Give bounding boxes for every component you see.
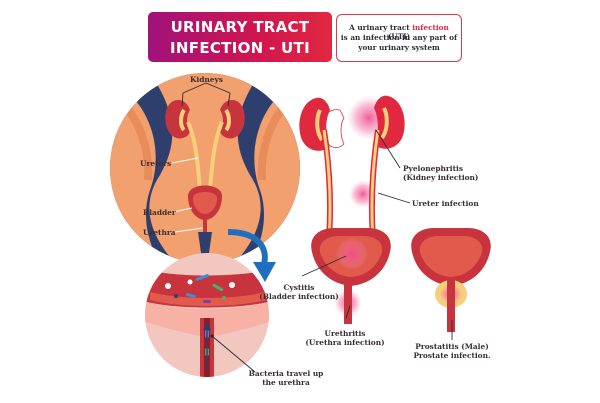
- title-line-1: URINARY TRACT: [170, 18, 310, 36]
- definition-highlight: infection: [412, 23, 449, 32]
- body-anatomy-circle: [110, 73, 300, 263]
- bladder-large: [311, 228, 391, 286]
- label-prostatitis: Prostatitis (Male) Prostate infection.: [413, 342, 491, 360]
- kidney-left: [165, 100, 190, 139]
- title-banner: URINARY TRACT INFECTION - UTI: [148, 12, 332, 62]
- urethra-closeup-circle: [145, 253, 269, 377]
- label-kidneys: Kidneys: [190, 75, 223, 84]
- definition-line-2: is an infection in any part of: [340, 33, 458, 42]
- urethra-small: [203, 218, 207, 236]
- label-cystitis: Cystitis (Bladder infection): [259, 283, 339, 301]
- prostate-bladder: [411, 228, 491, 332]
- definition-line-3: your urinary system: [358, 43, 440, 52]
- label-bladder: Bladder: [143, 208, 176, 217]
- urethra-large: [344, 284, 352, 324]
- label-ureter-infection: Ureter infection: [412, 199, 479, 208]
- zoom-arrow: [227, 229, 268, 265]
- label-pyelonephritis: Pyelonephritis (Kidney infection): [403, 164, 479, 182]
- label-ureters: Ureters: [140, 159, 172, 168]
- definition-line-1: A urinary tract infection (UTI): [349, 23, 449, 41]
- ureter-right: [208, 121, 224, 191]
- urinary-system-diagram: [299, 95, 491, 340]
- bladder-small: [188, 185, 222, 220]
- ureter-left: [186, 121, 202, 191]
- definition-box: A urinary tract infection (UTI) is an in…: [336, 14, 462, 62]
- zoom-arrow-head: [253, 262, 276, 282]
- kidney-right: [220, 100, 245, 139]
- label-urethritis: Urethritis (Urethra infection): [305, 329, 385, 347]
- label-urethra: Urethra: [143, 228, 176, 237]
- title-line-2: INFECTION - UTI: [170, 39, 310, 57]
- label-bacteria: Bacteria travel up the urethra: [248, 369, 324, 387]
